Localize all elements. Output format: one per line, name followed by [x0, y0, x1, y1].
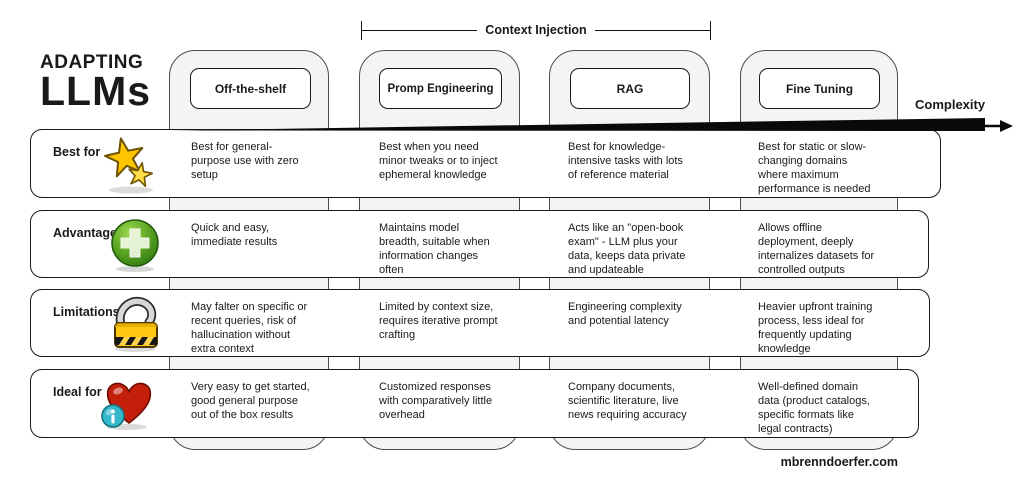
cell-ideal-for-prompt-engineering: Customized responses with comparatively …: [379, 381, 493, 421]
bracket-right-tick: [710, 20, 711, 40]
row-advantages: Advantages Quick and easy, immediate res…: [30, 210, 929, 278]
bracket-label: Context Injection: [485, 23, 587, 37]
cell-limitations-rag: Engineering complexity and potential lat…: [568, 301, 682, 327]
cell-limitations-off-the-shelf: May falter on specific or recent queries…: [191, 301, 308, 355]
heart-info-icon: [101, 382, 152, 430]
credit-text: mbrenndoerfer.com: [780, 455, 898, 469]
row-label-best-for: Best for: [53, 145, 101, 159]
row-label-advantages: Advantages: [53, 226, 124, 240]
column-header-rag: RAG: [570, 68, 690, 109]
cell-best-for-off-the-shelf: Best for general- purpose use with zero …: [191, 141, 299, 181]
row-label-limitations: Limitations: [53, 305, 120, 319]
column-header-off-the-shelf: Off-the-shelf: [190, 68, 311, 109]
cell-limitations-prompt-engineering: Limited by context size, requires iterat…: [379, 301, 498, 341]
cell-best-for-prompt-engineering: Best when you need minor tweaks or to in…: [379, 141, 498, 181]
cell-best-for-fine-tuning: Best for static or slow- changing domain…: [758, 141, 871, 195]
open-padlock-icon: [114, 296, 158, 352]
complexity-label: Complexity: [915, 97, 986, 112]
two-stars-icon: [104, 137, 154, 194]
row-best-for: Best for Best for general- purpose use w…: [30, 129, 941, 198]
bracket-line-right: [594, 29, 710, 31]
cell-advantages-prompt-engineering: Maintains model breadth, suitable when i…: [379, 222, 490, 276]
cell-advantages-off-the-shelf: Quick and easy, immediate results: [191, 222, 278, 248]
title-line-2: LLMs: [40, 68, 152, 114]
cell-advantages-fine-tuning: Allows offline deployment, deeply intern…: [758, 222, 875, 276]
row-limitations: Limitations May falter on specific or re…: [30, 289, 930, 357]
cell-ideal-for-rag: Company documents, scientific literature…: [568, 381, 687, 421]
cell-ideal-for-fine-tuning: Well-defined domain data (product catalo…: [758, 381, 870, 435]
title-line-1: ADAPTING: [40, 52, 144, 73]
column-header-prompt-engineering: Promp Engineering: [379, 68, 502, 109]
row-ideal-for: Ideal for Very easy to get started, good…: [30, 369, 919, 438]
row-label-ideal-for: Ideal for: [53, 385, 102, 399]
bracket-line-left: [362, 29, 478, 31]
cell-advantages-rag: Acts like an "open-book exam" - LLM plus…: [568, 222, 686, 276]
cell-best-for-rag: Best for knowledge- intensive tasks with…: [568, 141, 683, 181]
context-injection-bracket: Context Injection: [361, 20, 711, 40]
green-plus-icon: [111, 219, 159, 272]
cell-limitations-fine-tuning: Heavier upfront training process, less i…: [758, 301, 873, 355]
page-title: ADAPTING LLMs: [40, 52, 151, 112]
cell-ideal-for-off-the-shelf: Very easy to get started, good general p…: [191, 381, 310, 421]
column-header-fine-tuning: Fine Tuning: [759, 68, 880, 109]
bracket-left-tick: [361, 20, 362, 40]
